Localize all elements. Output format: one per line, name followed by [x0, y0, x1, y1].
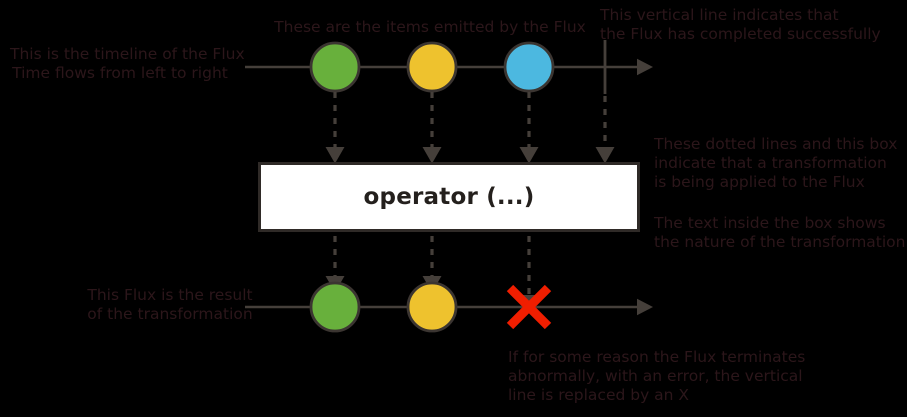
source-flux-timeline — [245, 40, 653, 94]
annotation-timeline-left: This is the timeline of the Flux Time fl… — [10, 45, 245, 82]
annotation-items-emitted: These are the items emitted by the Flux — [274, 18, 586, 36]
annotation-error-note: If for some reason the Flux terminates a… — [508, 348, 806, 404]
annotation-completion-line: This vertical line indicates that the Fl… — [600, 6, 881, 43]
marble-green-result — [309, 281, 361, 333]
operator-box: operator (...) — [258, 162, 640, 232]
result-flux-timeline — [245, 281, 653, 333]
marble-yellow-result — [406, 281, 458, 333]
operator-label: operator (...) — [363, 184, 535, 210]
annotation-result-flux: This Flux is the result of the transform… — [87, 286, 253, 323]
annotation-box-text-meaning: The text inside the box shows the nature… — [654, 214, 906, 251]
transformation-arrows-in — [325, 92, 615, 164]
transformation-arrows-out — [325, 236, 539, 312]
marble-yellow-source — [406, 41, 458, 93]
marble-green-source — [309, 41, 361, 93]
annotation-transformation: These dotted lines and this box indicate… — [654, 135, 898, 191]
marble-blue-source — [503, 41, 555, 93]
error-x-marker — [506, 284, 552, 330]
